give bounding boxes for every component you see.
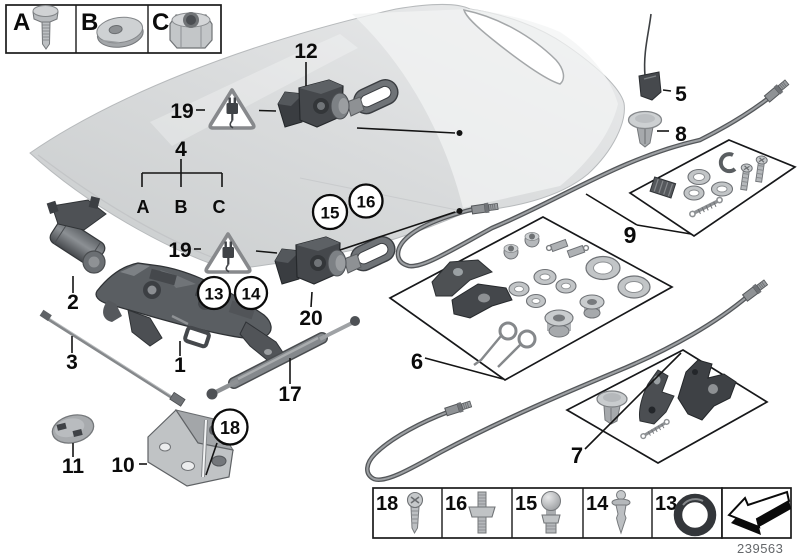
drawing-number: 239563 [737,541,783,556]
bottom-legend-label-18[interactable]: 18 [376,493,398,515]
variant-option-c[interactable]: C [213,197,226,217]
kit7-latch-levers [639,359,737,425]
circled-callouts: 13 14 15 16 18 [196,183,384,446]
callout-20[interactable]: 20 [299,307,322,330]
callout-5[interactable]: 5 [675,83,687,106]
part-mounting-bracket [147,409,235,487]
variant-option-a[interactable]: A [137,197,150,217]
leader-lines [71,62,692,476]
ball-stud-icon [541,491,561,534]
part-connecting-rod [39,309,186,407]
callout-11[interactable]: 11 [62,455,85,478]
circled-callout-14[interactable]: 14 [242,285,261,304]
kit6-nuts [503,232,540,260]
callout-1[interactable]: 1 [174,354,186,377]
callout-2[interactable]: 2 [67,291,79,314]
kit9-connector-block [649,176,677,199]
c-clip-icon [718,152,737,174]
kit7-grommet [596,390,628,425]
plastic-rivet-icon [611,490,631,535]
handle-cutout [462,9,565,85]
repair-kit-9-box [628,139,797,238]
kit6-turnbuckle-springs [545,238,590,259]
circled-callout-13[interactable]: 13 [205,285,224,304]
legend-label-b: B [81,9,98,36]
bottom-legend-label-16[interactable]: 16 [445,493,467,515]
part-gas-strut [206,316,360,400]
repair-kit-6-box [388,216,674,382]
callout-12[interactable]: 12 [294,40,317,63]
part-cover-cap [51,414,95,444]
leader-dot [456,130,463,136]
callout-7[interactable]: 7 [571,443,583,468]
bottom-legend-label-13[interactable]: 13 [655,493,677,515]
direction-of-travel-arrow-icon [727,490,791,535]
callout-8[interactable]: 8 [675,123,687,146]
leader-dot [456,208,463,214]
bottom-legend-label-14[interactable]: 14 [586,493,609,515]
kit6-wire-clips [473,321,537,368]
screw-icon [406,491,424,535]
washer-disc-icon [96,16,144,48]
legend-label-a: A [13,9,30,36]
kit9-washers [683,168,734,201]
callout-6[interactable]: 6 [411,349,423,374]
fastener-legend: A B C [5,4,222,54]
kit6-bushings [544,294,605,338]
callout-17[interactable]: 17 [278,383,301,406]
part-bowden-cable-upper [395,77,791,269]
hex-nut-icon [169,12,213,49]
part-drive-motor [46,196,107,274]
bottom-legend: 18 16 15 14 13 [372,487,723,539]
callout-19-bottom[interactable]: 19 [168,239,191,262]
threaded-stud-icon [468,491,496,534]
circled-callout-16[interactable]: 16 [357,193,376,212]
hex-bolt-icon [32,5,59,50]
circled-callout-18[interactable]: 18 [220,418,240,438]
repair-kit-7-box [565,349,769,464]
circled-callout-15[interactable]: 15 [321,204,340,223]
part-bowden-cable-lower [365,277,770,483]
legend-label-c: C [152,9,169,36]
variant-option-b[interactable]: B [175,197,188,217]
kit6-retainer-brackets [431,259,513,319]
part-expanding-grommet [627,110,663,148]
direction-arrow-cell [721,487,792,539]
callout-19-top[interactable]: 19 [170,100,193,123]
kit6-rings-washers [508,255,651,309]
bottom-legend-label-15[interactable]: 15 [515,493,537,515]
callout-10[interactable]: 10 [111,454,134,477]
callout-9[interactable]: 9 [624,222,637,248]
part-lock-mechanism [95,262,289,365]
o-ring-icon [673,493,717,537]
callout-4[interactable]: 4 [175,138,187,161]
callout-3[interactable]: 3 [66,351,78,374]
part-antenna-clip [638,13,662,101]
